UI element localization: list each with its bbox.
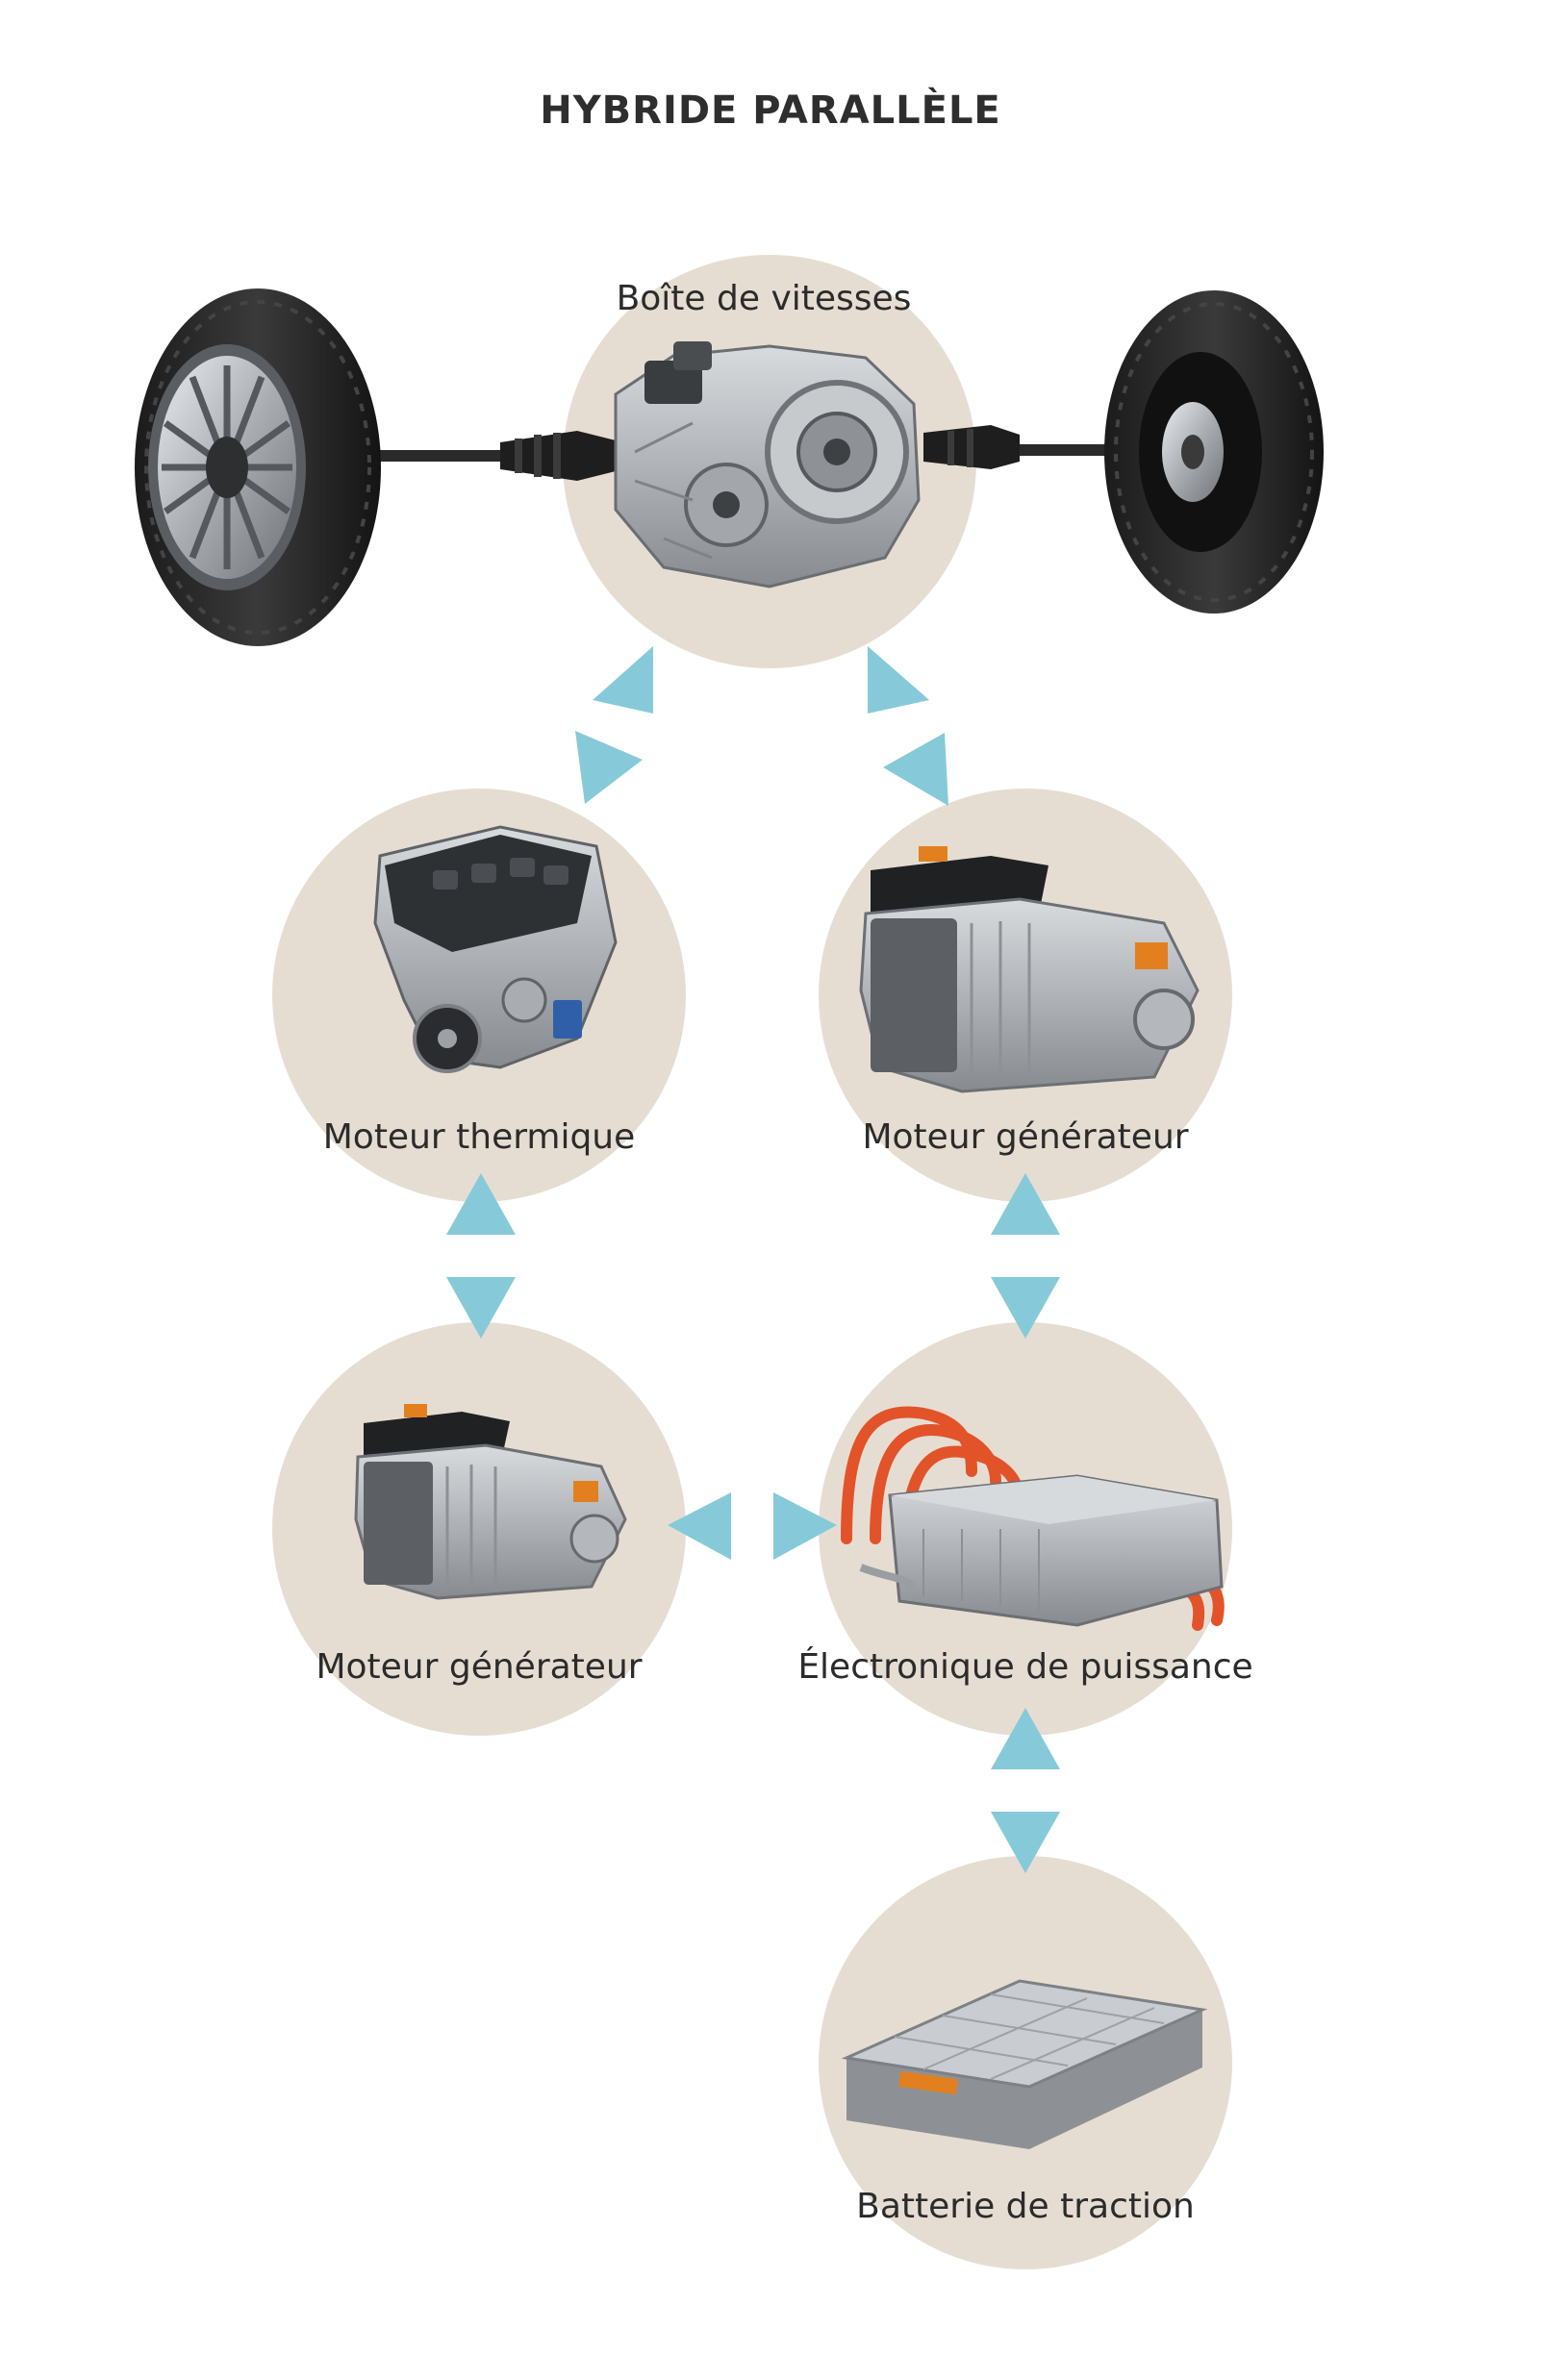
generator-motor-left-icon	[354, 1404, 627, 1600]
arrow-down-right-column	[991, 1277, 1060, 1339]
arrow-gearbox-to-thermal	[575, 731, 643, 804]
generator-motor-right-label: Moteur générateur	[862, 1117, 1189, 1157]
generator-motor-left-label: Moteur générateur	[316, 1647, 643, 1687]
arrow-to-power-electronics	[773, 1492, 837, 1560]
thermal-engine-icon	[373, 825, 618, 1073]
power-electronics-label: Électronique de puissance	[797, 1647, 1253, 1687]
arrow-up-right-column	[991, 1173, 1060, 1235]
gearbox-label: Boîte de vitesses	[616, 279, 912, 318]
arrow-up-left-column	[446, 1173, 516, 1235]
traction-battery-icon	[841, 1979, 1208, 2149]
gearbox-icon	[614, 341, 921, 589]
wheel-left-icon	[135, 288, 381, 646]
drive-shaft-right	[923, 425, 1154, 469]
diagram-title: HYBRIDE PARALLÈLE	[540, 88, 1001, 133]
arrow-gearbox-to-generator	[883, 733, 948, 806]
traction-battery-label: Batterie de traction	[856, 2187, 1195, 2226]
drive-shaft-left	[366, 431, 616, 481]
generator-motor-right-icon	[859, 846, 1200, 1093]
arrow-down-battery-column	[991, 1812, 1060, 1873]
arrow-to-generator-left	[668, 1492, 731, 1560]
power-electronics-icon	[841, 1406, 1225, 1631]
arrow-generator-to-gearbox	[868, 646, 929, 714]
wheel-right-icon	[1104, 290, 1324, 614]
arrow-down-left-column	[446, 1277, 516, 1339]
arrow-up-battery-column	[991, 1708, 1060, 1769]
thermal-engine-label: Moteur thermique	[322, 1117, 636, 1157]
arrow-thermal-to-gearbox	[593, 646, 653, 714]
